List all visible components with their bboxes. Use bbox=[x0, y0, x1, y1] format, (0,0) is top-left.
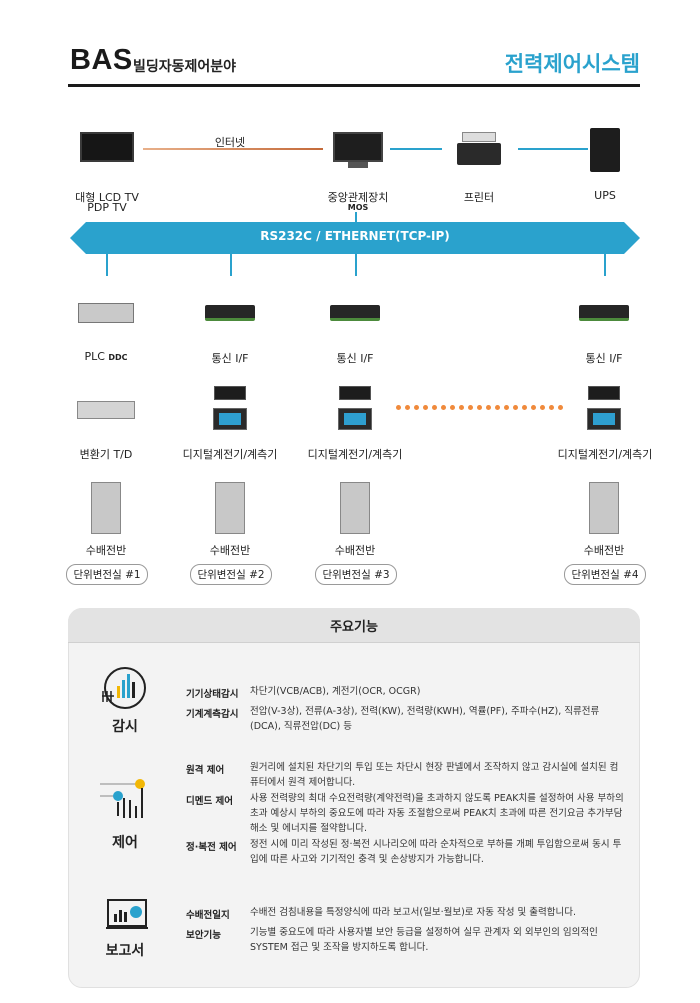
ups-device bbox=[590, 128, 620, 172]
category-report: 보고서 bbox=[105, 943, 145, 959]
ddc-label: DDC bbox=[108, 353, 128, 362]
col4-controller-label: 통신 I/F bbox=[585, 352, 623, 365]
rs232-ethernet-bus bbox=[70, 222, 640, 254]
printer-label: 프린터 bbox=[463, 191, 495, 204]
fd-security: 기능별 중요도에 따라 사용자별 보안 등급을 설정하여 실무 관계자 외 외부… bbox=[250, 927, 598, 953]
meter-device-2a bbox=[214, 386, 246, 400]
continuation-dots bbox=[396, 405, 563, 410]
fn-outage-control: 정·복전 제어 bbox=[186, 842, 237, 853]
link-line-ups bbox=[518, 148, 588, 150]
room-badge-4: 단위변전실 #4 bbox=[564, 564, 646, 585]
features-title: 주요기능 bbox=[330, 620, 378, 635]
col1-meter-label: 변환기 T/D bbox=[79, 448, 133, 461]
room-badge-3: 단위변전실 #3 bbox=[315, 564, 397, 585]
printer-tray bbox=[462, 132, 496, 142]
fd-demand-control: 사용 전력량의 최대 수요전력량(계약전력)을 초과하지 않도록 PEAK치를 … bbox=[250, 793, 624, 834]
plc-device bbox=[78, 303, 134, 323]
meter-device-4b bbox=[587, 408, 621, 430]
plc-label: PLC bbox=[84, 350, 105, 363]
room-badge-1: 단위변전실 #1 bbox=[66, 564, 148, 585]
header-right-title: 전력제어시스템 bbox=[504, 52, 640, 76]
central-monitor-device bbox=[333, 132, 383, 162]
tv-label-2: PDP TV bbox=[87, 201, 127, 214]
central-sub-label: MOS bbox=[347, 203, 369, 212]
printer-device bbox=[457, 143, 501, 165]
touch-control-icon bbox=[100, 779, 145, 818]
col4-panel-label: 수배전반 bbox=[583, 544, 625, 557]
internet-link-line bbox=[143, 148, 323, 150]
header-bas: BAS bbox=[70, 44, 133, 76]
col2-meter-label: 디지털계전기/계측기 bbox=[182, 448, 278, 461]
category-monitoring: 감시 bbox=[112, 719, 138, 735]
fd-remote-control: 원거리에 설치된 차단기의 투입 또는 차단시 현장 판넬에서 조작하지 않고 … bbox=[250, 762, 619, 788]
comm-if-device-2 bbox=[205, 305, 255, 321]
fd-measurement: 전압(V-3상), 전류(A-3상), 전력(KW), 전력량(KWH), 역률… bbox=[250, 706, 600, 732]
col1-controller-label: PLC DDC bbox=[70, 350, 142, 363]
meter-device-2b bbox=[213, 408, 247, 430]
report-icon bbox=[106, 899, 148, 929]
meter-device-3a bbox=[339, 386, 371, 400]
fn-measurement: 기계계측감시 bbox=[186, 709, 239, 720]
bus-line-3 bbox=[355, 254, 357, 276]
link-line-printer bbox=[390, 148, 442, 150]
monitor-stand bbox=[348, 162, 368, 168]
meter-device-4a bbox=[588, 386, 620, 400]
col2-panel-label: 수배전반 bbox=[209, 544, 251, 557]
central-to-bus-line bbox=[355, 212, 357, 222]
fn-security: 보안기능 bbox=[186, 930, 221, 941]
col1-panel-label: 수배전반 bbox=[85, 544, 127, 557]
fn-remote-control: 원격 제어 bbox=[186, 765, 225, 776]
header-subtitle: 빌딩자동제어분야 bbox=[133, 59, 237, 75]
switchgear-panel-1 bbox=[91, 482, 121, 534]
fn-daily-log: 수배전일지 bbox=[186, 910, 230, 921]
room-badge-2: 단위변전실 #2 bbox=[190, 564, 272, 585]
features-header-divider bbox=[68, 642, 640, 643]
transducer-device bbox=[77, 401, 135, 419]
col3-meter-label: 디지털계전기/계측기 bbox=[307, 448, 403, 461]
col2-controller-label: 통신 I/F bbox=[211, 352, 249, 365]
meter-device-3b bbox=[338, 408, 372, 430]
switchgear-panel-3 bbox=[340, 482, 370, 534]
col4-meter-label: 디지털계전기/계측기 bbox=[557, 448, 653, 461]
fn-demand-control: 디멘드 제어 bbox=[186, 796, 234, 807]
ups-label: UPS bbox=[594, 189, 616, 202]
bus-line-4 bbox=[604, 254, 606, 276]
features-header-bg bbox=[68, 608, 640, 642]
internet-label: 인터넷 bbox=[214, 136, 246, 149]
bus-line-1 bbox=[106, 254, 108, 276]
bus-label: RS232C / ETHERNET(TCP-IP) bbox=[260, 229, 450, 243]
lcd-tv-device bbox=[80, 132, 134, 162]
category-control: 제어 bbox=[112, 835, 138, 851]
comm-if-device-3 bbox=[330, 305, 380, 321]
features-box bbox=[68, 608, 640, 988]
monitoring-chart-icon bbox=[102, 667, 146, 709]
fn-device-status: 기기상태감시 bbox=[186, 689, 239, 700]
switchgear-panel-2 bbox=[215, 482, 245, 534]
bus-line-2 bbox=[230, 254, 232, 276]
comm-if-device-4 bbox=[579, 305, 629, 321]
fd-device-status: 차단기(VCB/ACB), 계전기(OCR, OCGR) bbox=[250, 686, 421, 697]
header-divider bbox=[68, 84, 640, 87]
col3-panel-label: 수배전반 bbox=[334, 544, 376, 557]
switchgear-panel-4 bbox=[589, 482, 619, 534]
col3-controller-label: 통신 I/F bbox=[336, 352, 374, 365]
fd-daily-log: 수배전 검침내용을 특정양식에 따라 보고서(일보·월보)로 자동 작성 및 출… bbox=[250, 907, 577, 918]
tv-label-1: 대형 LCD TV bbox=[75, 191, 139, 204]
fd-outage-control: 정전 시에 미리 작성된 정·복전 시나리오에 따라 순차적으로 부하를 개폐 … bbox=[250, 839, 622, 865]
central-label: 중앙관제장치 bbox=[327, 191, 389, 204]
